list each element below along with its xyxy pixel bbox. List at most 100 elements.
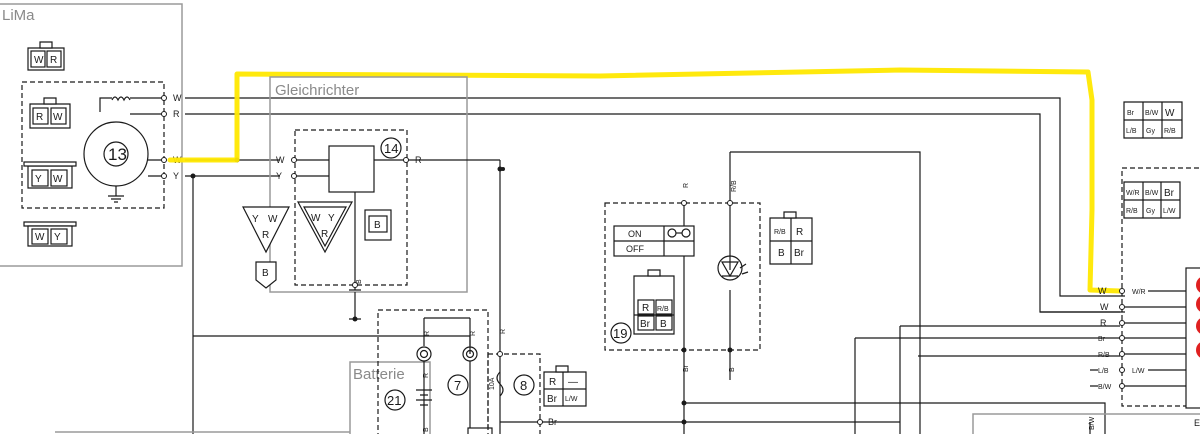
svg-text:ON: ON [628, 229, 642, 239]
svg-text:OFF: OFF [626, 244, 644, 254]
svg-text:R: R [321, 229, 328, 240]
lima-wires [185, 97, 1125, 434]
svg-text:R: R [1100, 318, 1107, 328]
switch-connector-right: R/B R B Br [769, 211, 813, 265]
svg-text:Y: Y [328, 213, 335, 224]
svg-text:W: W [276, 155, 285, 165]
lima-block: LiMa W R R W Y W [0, 3, 183, 267]
svg-text:R: R [50, 55, 57, 66]
svg-text:B: B [729, 367, 736, 372]
svg-text:B/W: B/W [1145, 190, 1159, 197]
svg-text:W: W [268, 214, 278, 225]
svg-text:W: W [53, 112, 63, 123]
svg-text:W: W [311, 213, 321, 224]
svg-text:Gy: Gy [1146, 128, 1155, 135]
svg-text:Y: Y [252, 214, 259, 225]
ground-icon [108, 186, 124, 203]
right-pins [1119, 288, 1125, 389]
svg-text:L/B: L/B [1098, 368, 1109, 375]
svg-text:W: W [1165, 108, 1175, 119]
gleichrichter-connector-tri: Y W R [242, 206, 290, 254]
svg-text:R/B: R/B [1164, 128, 1176, 135]
lima-number: 13 [108, 145, 127, 164]
svg-text:Br: Br [1164, 188, 1175, 199]
batterie-block: Batterie 21 R R R B 7 [349, 309, 493, 434]
gleichrichter-frame [269, 76, 468, 293]
svg-text:Y: Y [54, 232, 61, 243]
svg-text:Br: Br [1127, 110, 1135, 117]
svg-text:W: W [53, 174, 63, 185]
lima-connector-bottom: W Y [23, 221, 77, 247]
svg-text:B: B [374, 220, 381, 231]
on-off-switch: ON OFF [613, 225, 695, 257]
svg-text:Br: Br [794, 248, 805, 259]
svg-text:B/W: B/W [1098, 384, 1112, 391]
svg-text:R: R [642, 303, 649, 314]
red-indicator [1196, 277, 1200, 293]
svg-text:R: R [500, 329, 507, 334]
svg-text:R: R [262, 230, 269, 241]
lamp-icon [717, 255, 743, 281]
svg-text:Br: Br [547, 394, 558, 405]
highlighted-wire [167, 67, 1123, 294]
batterie-label: Batterie [353, 366, 405, 383]
gleichrichter-dashed-box [294, 129, 408, 286]
right-dashed-box [1121, 167, 1200, 407]
svg-text:L/W: L/W [1132, 368, 1145, 375]
svg-text:W: W [1100, 302, 1109, 312]
gleichrichter-label: Gleichrichter [275, 82, 359, 99]
lima-wire-wy [148, 159, 164, 177]
coil-icon [111, 96, 131, 102]
svg-text:B/W: B/W [1145, 110, 1159, 117]
svg-text:R: R [415, 155, 422, 165]
svg-text:R: R [424, 331, 431, 336]
svg-text:Y: Y [173, 171, 179, 181]
svg-text:E: E [1194, 418, 1200, 428]
fuse-number: 7 [454, 378, 461, 393]
lima-dashed-box [21, 81, 165, 209]
svg-text:Y: Y [276, 171, 282, 181]
svg-text:L/W: L/W [565, 396, 578, 403]
left-connector-b: B [255, 261, 277, 289]
batterie-number: 21 [387, 393, 401, 408]
svg-text:L/B: L/B [1126, 128, 1137, 135]
right-dashed-block: W/R B/W Br R/B Gy L/W W W/R W R Br R/B L… [1090, 167, 1200, 409]
svg-text:R/B: R/B [657, 306, 669, 313]
svg-text:B: B [262, 268, 269, 279]
gleichrichter-number: 14 [384, 141, 398, 156]
svg-text:R: R [36, 112, 43, 123]
svg-text:Br: Br [683, 364, 690, 372]
svg-text:B: B [660, 319, 667, 330]
svg-text:R/B: R/B [731, 180, 738, 192]
svg-text:Br: Br [1098, 336, 1106, 343]
main-fuse-dashed-box [487, 353, 541, 434]
svg-text:R/B: R/B [1098, 352, 1110, 359]
svg-text:Gy: Gy [1146, 208, 1155, 215]
svg-text:W: W [1098, 286, 1107, 296]
svg-text:R/B: R/B [1126, 208, 1138, 215]
svg-text:B: B [423, 427, 430, 432]
switch-connector: R R/B Br B [633, 269, 675, 335]
svg-text:R/B: R/B [774, 229, 786, 236]
svg-text:R: R [173, 109, 180, 119]
svg-text:—: — [568, 377, 578, 388]
rectifier-unit [328, 145, 375, 193]
lima-connector-top: W R [27, 41, 65, 71]
svg-text:L/W: L/W [1163, 208, 1176, 215]
svg-text:Br: Br [548, 417, 557, 427]
svg-text:B: B [778, 248, 785, 259]
right-connector-top: Br B/W W L/B Gy R/B [1123, 101, 1183, 139]
svg-text:R: R [796, 227, 803, 238]
svg-text:10A: 10A [489, 377, 496, 390]
gleichrichter-connector-b: B [364, 209, 392, 241]
batterie-frame [349, 361, 431, 434]
svg-text:W: W [35, 232, 45, 243]
bottom-right-box: B/W E [972, 413, 1200, 434]
main-fuse-block: R 10A 8 Br R — Br L/W [487, 329, 587, 434]
svg-text:W/R: W/R [1126, 190, 1140, 197]
switch-block: R R/B ON OFF R R/B Br B [580, 151, 1106, 434]
gleichrichter-block: Gleichrichter 14 W Y R B Y W R W Y R [242, 76, 500, 322]
svg-text:W: W [34, 55, 44, 66]
main-fuse-number: 8 [520, 378, 527, 393]
